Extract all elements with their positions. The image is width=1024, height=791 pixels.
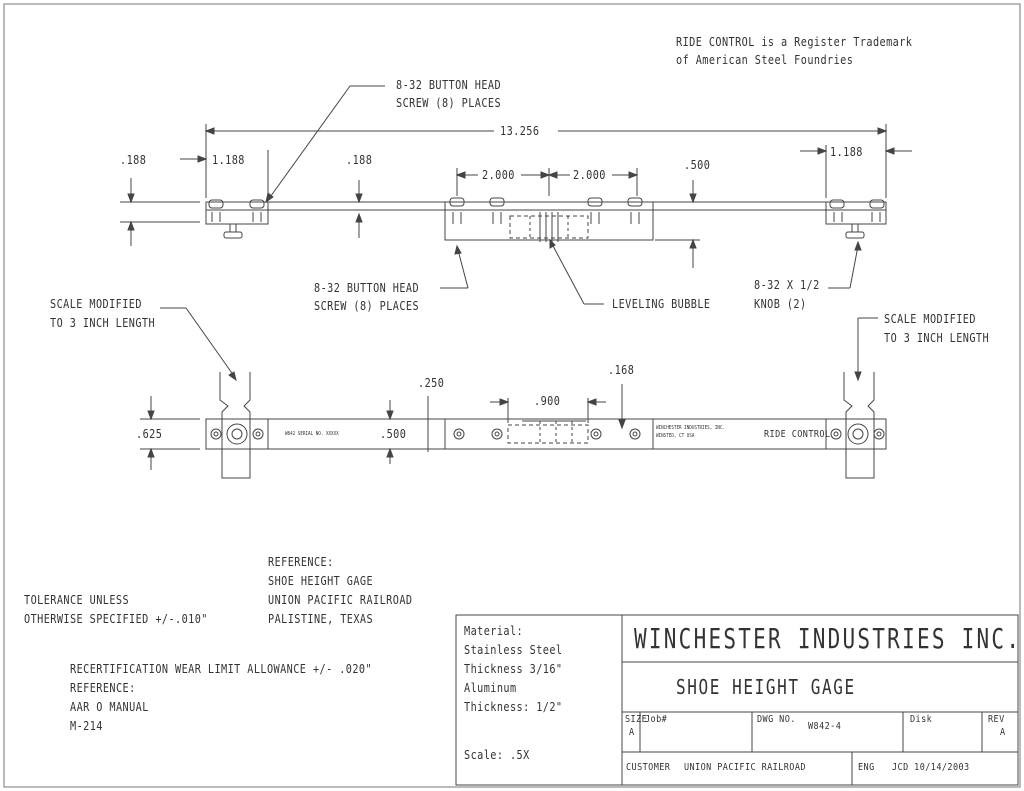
disk-label: Disk <box>910 714 933 725</box>
dim-right-offset: 1.188 <box>830 145 863 159</box>
title-block-grid <box>455 614 1019 786</box>
job-label: Job# <box>645 714 668 725</box>
rev-value: A <box>1000 727 1006 738</box>
eng-label: ENG <box>858 762 875 773</box>
dim-plan-500: .500 <box>380 427 407 441</box>
material-line1: Material: <box>464 624 524 638</box>
recert-line1: RECERTIFICATION WEAR LIMIT ALLOWANCE +/-… <box>70 662 373 676</box>
dwg-value: W842-4 <box>808 721 842 732</box>
reference-line2: UNION PACIFIC RAILROAD <box>268 593 413 607</box>
part-name: SHOE HEIGHT GAGE <box>676 675 856 699</box>
knob-callout-line1: 8-32 X 1/2 <box>754 278 820 292</box>
scale-note: Scale: .5X <box>464 748 530 762</box>
dwg-label: DWG NO. <box>757 714 796 725</box>
customer-label: CUSTOMER <box>626 762 671 773</box>
scale-left-callout-line1: SCALE MODIFIED <box>50 297 142 311</box>
plan-view <box>140 372 887 479</box>
recert-line3: AAR O MANUAL <box>70 700 149 714</box>
eng-value: JCD 10/14/2003 <box>892 762 970 773</box>
dim-plan-625: .625 <box>136 427 163 441</box>
trademark-note-line1: RIDE CONTROL is a Register Trademark <box>676 35 913 49</box>
scale-left-callout-line2: TO 3 INCH LENGTH <box>50 316 156 330</box>
rev-label: REV <box>988 714 1005 725</box>
plan-maker-line1: WINCHESTER INDUSTRIES, INC. <box>656 425 726 431</box>
size-value: A <box>629 727 635 738</box>
dim-left-thickness: .188 <box>120 153 147 167</box>
top-screw-callout-line1: 8-32 BUTTON HEAD <box>396 78 502 92</box>
dim-mid-thickness: .188 <box>346 153 373 167</box>
dim-plan-250: .250 <box>418 376 445 390</box>
trademark-note-line2: of American Steel Foundries <box>676 53 854 67</box>
leveling-bubble-callout: LEVELING BUBBLE <box>612 297 711 311</box>
material-line2: Stainless Steel <box>464 643 563 657</box>
callout-leaders <box>160 85 878 382</box>
size-label: SIZE <box>625 714 648 725</box>
sheet-border <box>3 3 1021 788</box>
scale-right-callout-line2: TO 3 INCH LENGTH <box>884 331 990 345</box>
reference-line3: PALISTINE, TEXAS <box>268 612 374 626</box>
knob-callout-line2: KNOB (2) <box>754 297 807 311</box>
dim-height-500: .500 <box>684 158 711 172</box>
recert-line2: REFERENCE: <box>70 681 136 695</box>
scale-right-callout-line1: SCALE MODIFIED <box>884 312 976 326</box>
reference-title: REFERENCE: <box>268 555 334 569</box>
material-line5: Thickness: 1/2" <box>464 700 563 714</box>
customer-value: UNION PACIFIC RAILROAD <box>684 762 806 773</box>
dim-spacing-right: 2.000 <box>573 168 606 182</box>
company-name: WINCHESTER INDUSTRIES INC. <box>634 622 1022 655</box>
material-line4: Aluminum <box>464 681 517 695</box>
dim-plan-900: .900 <box>534 394 561 408</box>
tolerance-line2: OTHERWISE SPECIFIED +/-.010" <box>24 612 208 626</box>
plan-serial-label: W842 SERIAL NO. XXXXX <box>285 431 339 437</box>
dim-plan-168: .168 <box>608 363 635 377</box>
bottom-screw-callout-line2: SCREW (8) PLACES <box>314 299 420 313</box>
tolerance-line1: TOLERANCE UNLESS <box>24 593 130 607</box>
dim-spacing-left: 2.000 <box>482 168 515 182</box>
bottom-screw-callout-line1: 8-32 BUTTON HEAD <box>314 281 420 295</box>
plan-ride-control-label: RIDE CONTROL <box>764 429 831 440</box>
dim-overall-length: 13.256 <box>500 124 540 138</box>
elevation-view <box>120 124 912 268</box>
dim-left-offset: 1.188 <box>212 153 245 167</box>
top-screw-callout-line2: SCREW (8) PLACES <box>396 96 502 110</box>
plan-maker-line2: WINSTED, CT USA <box>656 433 695 439</box>
material-line3: Thickness 3/16" <box>464 662 563 676</box>
reference-line1: SHOE HEIGHT GAGE <box>268 574 374 588</box>
recert-line4: M-214 <box>70 719 103 733</box>
